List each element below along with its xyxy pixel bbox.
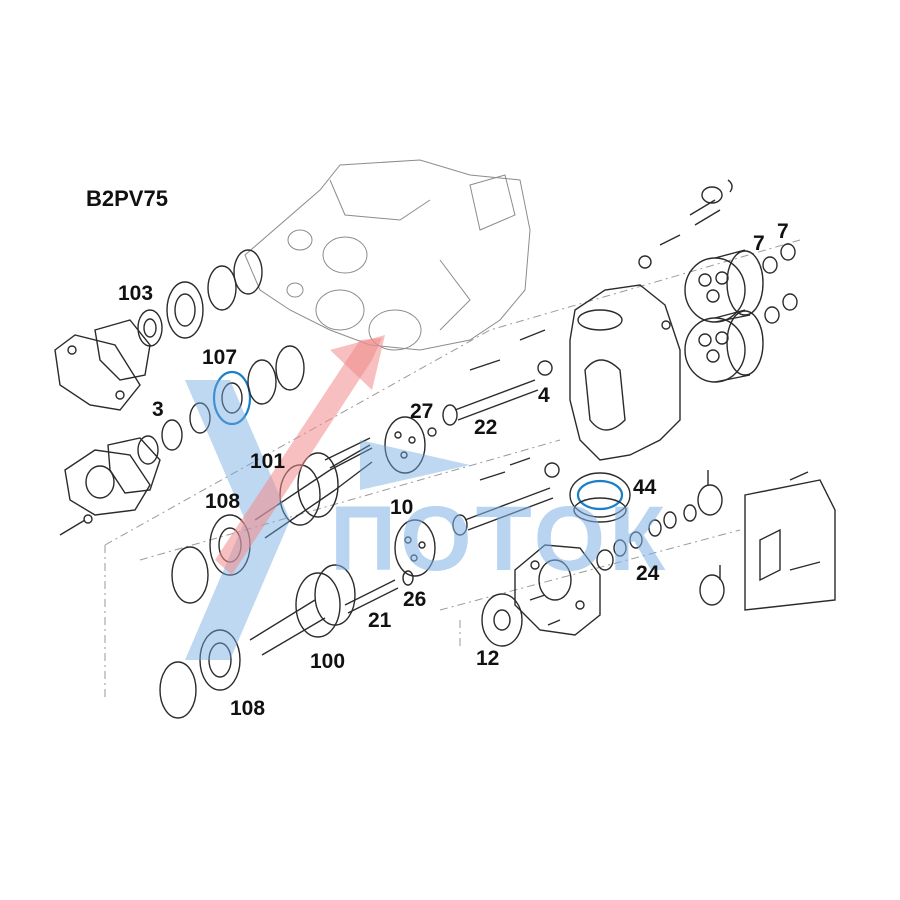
- disc-10-lower: [394, 519, 436, 577]
- callout-3: 3: [152, 398, 164, 421]
- callout-100: 100: [310, 650, 345, 673]
- callout-107: 107: [202, 346, 237, 369]
- callout-4: 4: [538, 384, 550, 407]
- transmission-housing: [244, 159, 531, 351]
- callout-108-upper: 108: [205, 490, 240, 513]
- gasket-lower: [107, 435, 161, 494]
- callout-10: 10: [390, 496, 413, 519]
- end-cover-upper: [54, 334, 141, 411]
- callout-22: 22: [474, 416, 497, 439]
- bearing-107: [212, 370, 252, 426]
- piston-22: [442, 379, 539, 426]
- callout-labels: 103 107 3 101 108 27 22 4 7 7 44 10 24 2…: [118, 220, 789, 720]
- bushings-7: [762, 243, 798, 324]
- callout-24: 24: [636, 562, 660, 585]
- piston-lower: [452, 487, 554, 536]
- snap-rings-mid: [247, 345, 305, 405]
- screw-lower-left: [59, 514, 93, 536]
- shaft-100: [249, 564, 356, 656]
- cylinder-block-lower: [684, 309, 764, 383]
- cover-plate-right: [744, 471, 836, 611]
- model-label: B2PV75: [86, 186, 168, 211]
- snap-rings-upper: [207, 249, 263, 311]
- nut-103: [137, 309, 163, 347]
- valve-fittings-right: [596, 470, 725, 606]
- callout-103: 103: [118, 282, 153, 305]
- snap-ring-108-upper: [171, 546, 209, 604]
- callout-101: 101: [250, 450, 285, 473]
- disc-10-upper: [384, 416, 426, 474]
- end-cover-lower: [64, 449, 151, 516]
- gear-pump-body: [514, 544, 601, 636]
- callout-27: 27: [410, 400, 433, 423]
- cover-12: [481, 593, 561, 647]
- callout-26: 26: [403, 588, 426, 611]
- pin-21: [344, 570, 414, 614]
- watermark-text: ПОТОК: [330, 488, 669, 590]
- callout-7-right: 7: [777, 220, 789, 243]
- cylinder-block-upper: [684, 249, 764, 323]
- fitting-top-right: [638, 179, 733, 269]
- small-pins-row: [427, 329, 560, 481]
- pump-yoke: [569, 284, 681, 461]
- pin-upper: [324, 437, 373, 471]
- callout-7-left: 7: [753, 232, 765, 255]
- callout-21: 21: [368, 609, 392, 632]
- gasket-upper: [94, 319, 151, 381]
- bevel-gear-44: [569, 472, 631, 523]
- watermark-logo: ПОТОК: [185, 335, 669, 660]
- nut-3: [161, 402, 211, 451]
- bearing-upper: [166, 281, 204, 339]
- callout-108-lower: 108: [230, 697, 265, 720]
- snap-ring-108-lower: [159, 661, 197, 719]
- callout-12: 12: [476, 647, 499, 670]
- shaft-101: [254, 444, 373, 539]
- bearing-108-lower: [199, 629, 241, 691]
- callout-44: 44: [633, 476, 657, 499]
